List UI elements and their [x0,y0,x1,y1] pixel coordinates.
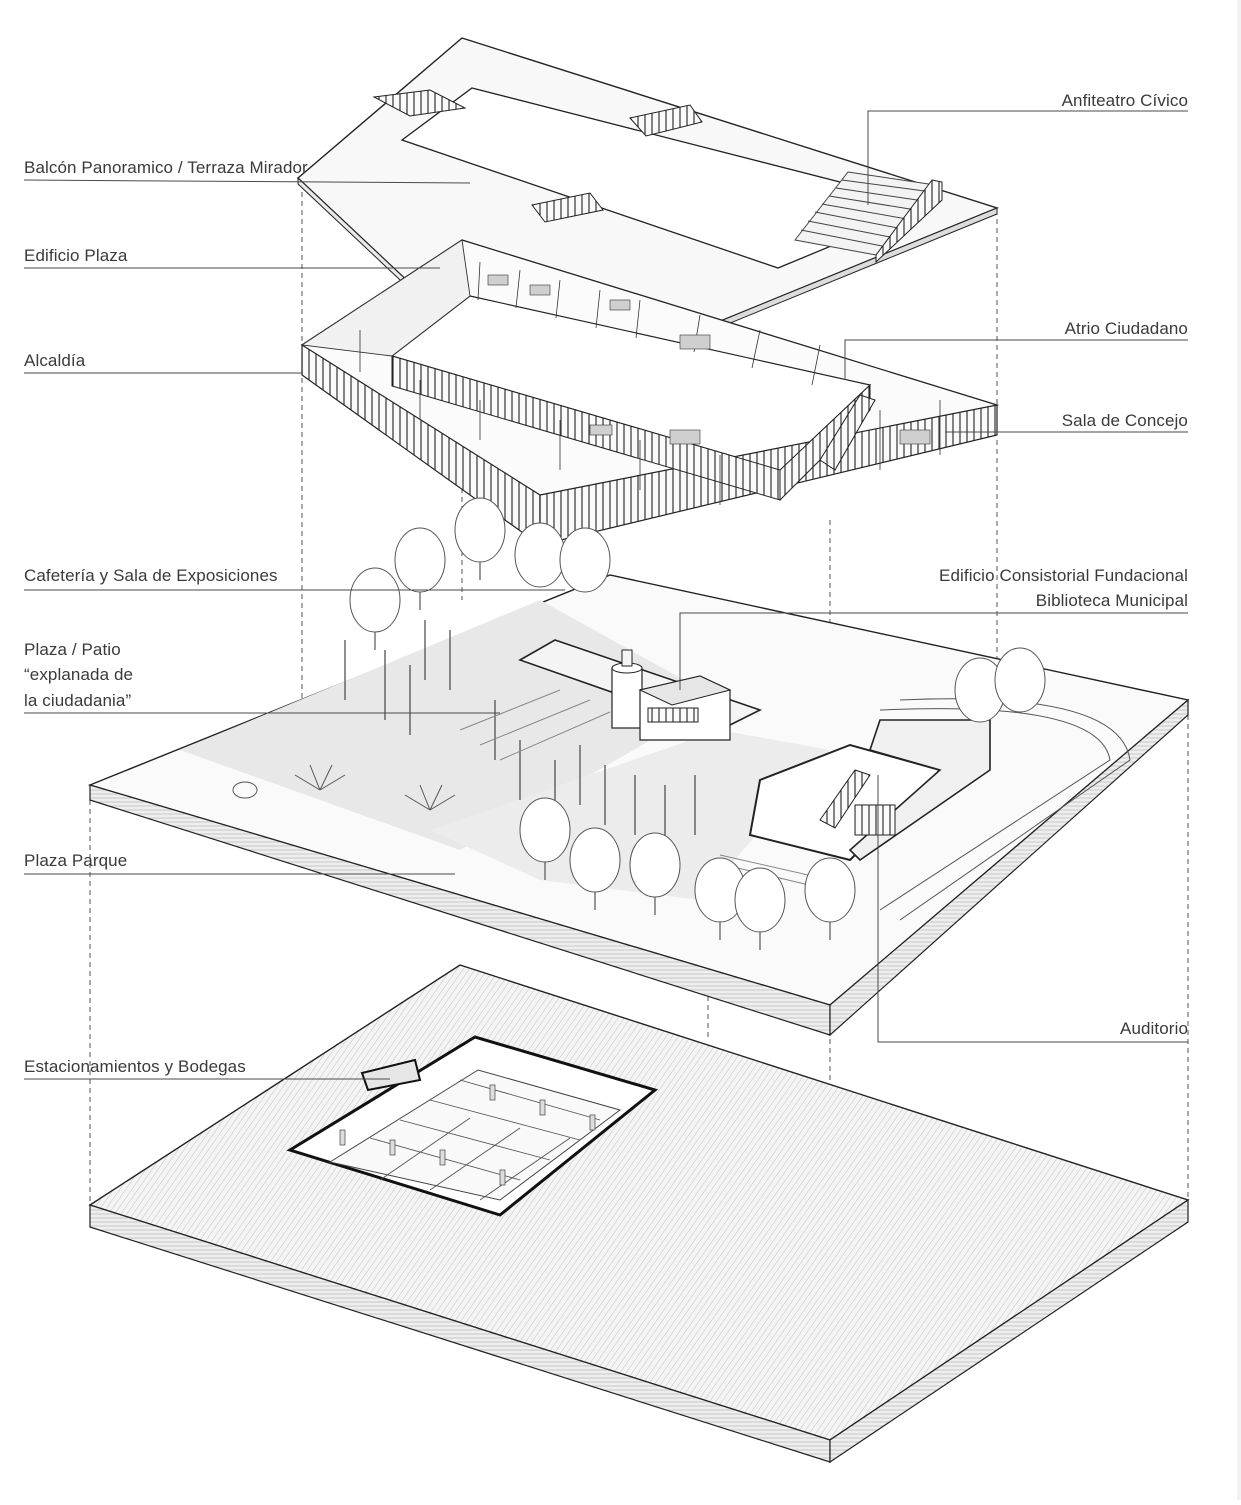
label-balcon-panoramico: Balcón Panoramico / Terraza Mirador [24,158,308,177]
label-atrio-ciudadano: Atrio Ciudadano [1064,319,1188,338]
label-plaza-parque: Plaza Parque [24,851,128,870]
ground-plaza-park [87,497,1190,1037]
label-plaza-patio: Plaza / Patio [24,640,121,659]
foundational-building [611,649,732,741]
label-cafeteria: Cafetería y Sala de Exposiciones [24,566,278,585]
label-auditorio: Auditorio [1120,1019,1188,1038]
label-alcaldia: Alcaldía [24,351,86,370]
park-trees [349,497,1046,933]
label-sala-de-concejo: Sala de Concejo [1061,411,1188,430]
office-ring-building [300,239,1000,547]
leader-lines [23,110,1188,1080]
label-estacionamientos: Estacionamientos y Bodegas [24,1057,246,1076]
label-anfiteatro-civico: Anfiteatro Cívico [1061,91,1188,110]
label-edificio-plaza: Edificio Plaza [24,246,128,265]
parking-basement-slab [88,964,1190,1464]
label-explanada: “explanada de [24,665,134,684]
label-ciudadania: la ciudadania” [24,691,132,710]
page-edge [1237,0,1241,1500]
label-edificio-consistorial: Edificio Consistorial Fundacional [939,566,1188,585]
label-biblioteca-municipal: Biblioteca Municipal [1035,591,1188,610]
